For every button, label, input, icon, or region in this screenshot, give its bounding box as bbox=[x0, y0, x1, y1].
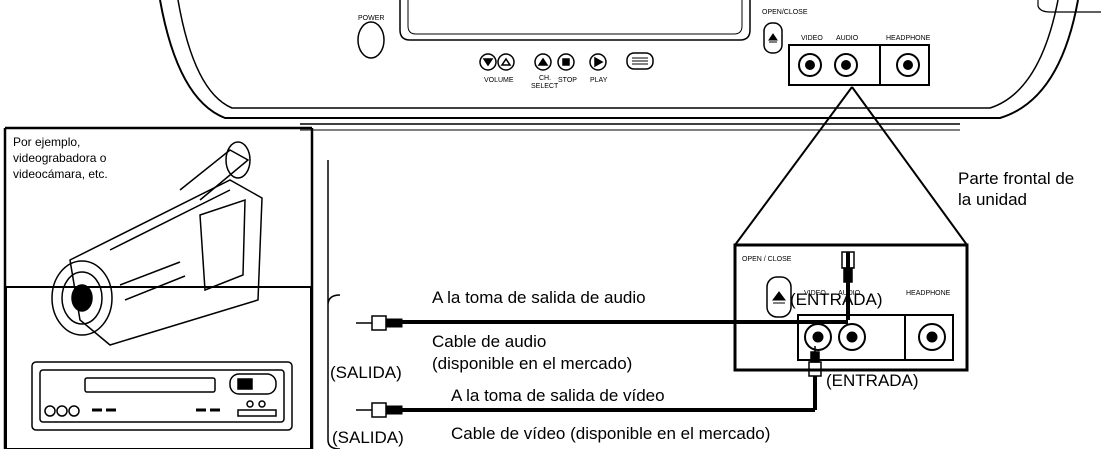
front-of-unit-line1: Parte frontal de bbox=[958, 169, 1075, 188]
stop-label: STOP bbox=[558, 77, 577, 84]
audio-output-label: A la toma de salida de audio bbox=[432, 288, 646, 307]
inset-open-close-label: OPEN / CLOSE bbox=[742, 256, 792, 263]
video-cable bbox=[356, 376, 817, 418]
device-example-line2: videograbadora o bbox=[13, 151, 107, 165]
video-plug-entrada bbox=[808, 346, 822, 377]
audio-cable-label-1: Cable de audio bbox=[432, 332, 547, 351]
power-button bbox=[357, 21, 385, 59]
front-of-unit-line2: la unidad bbox=[958, 190, 1028, 209]
vcr-illustration bbox=[31, 361, 293, 431]
audio-label-top: AUDIO bbox=[836, 35, 859, 42]
eject-button bbox=[763, 22, 783, 54]
inset-headphone-label: HEADPHONE bbox=[906, 290, 951, 297]
video-output-label: A la toma de salida de vídeo bbox=[451, 386, 665, 405]
device-example-line3: videocámara, etc. bbox=[13, 167, 108, 181]
salida-group-label: (SALIDA) bbox=[330, 363, 402, 382]
volume-label: VOLUME bbox=[484, 77, 514, 84]
audio-plug-entrada bbox=[841, 251, 855, 296]
salida-video-label: (SALIDA) bbox=[332, 428, 404, 447]
inset-video-label: VIDEO bbox=[804, 290, 826, 297]
salida-brace bbox=[327, 160, 341, 449]
video-cable-label: Cable de vídeo (disponible en el mercado… bbox=[451, 424, 771, 443]
power-label: POWER bbox=[358, 15, 385, 22]
tv-front-panel bbox=[159, 0, 1101, 131]
select-label: SELECT bbox=[531, 83, 559, 90]
entrada-audio-label: (ENTRADA) bbox=[790, 290, 883, 309]
open-close-label: OPEN/CLOSE bbox=[762, 9, 808, 16]
play-label: PLAY bbox=[590, 77, 608, 84]
device-box bbox=[3, 126, 314, 449]
entrada-video-label: (ENTRADA) bbox=[826, 371, 919, 390]
inset-audio-label: AUDIO bbox=[838, 290, 861, 297]
inset-front-panel bbox=[733, 243, 969, 372]
camcorder-illustration bbox=[51, 141, 263, 346]
control-buttons bbox=[479, 52, 654, 71]
audio-cable-label-2: (disponible en el mercado) bbox=[432, 354, 633, 373]
headphone-label-top: HEADPHONE bbox=[886, 35, 931, 42]
video-label-top: VIDEO bbox=[801, 35, 823, 42]
top-jack-panel bbox=[788, 44, 930, 86]
ch-label: CH. bbox=[539, 75, 552, 82]
magnify-lines bbox=[734, 86, 968, 246]
device-example-line1: Por ejemplo, bbox=[13, 135, 81, 149]
